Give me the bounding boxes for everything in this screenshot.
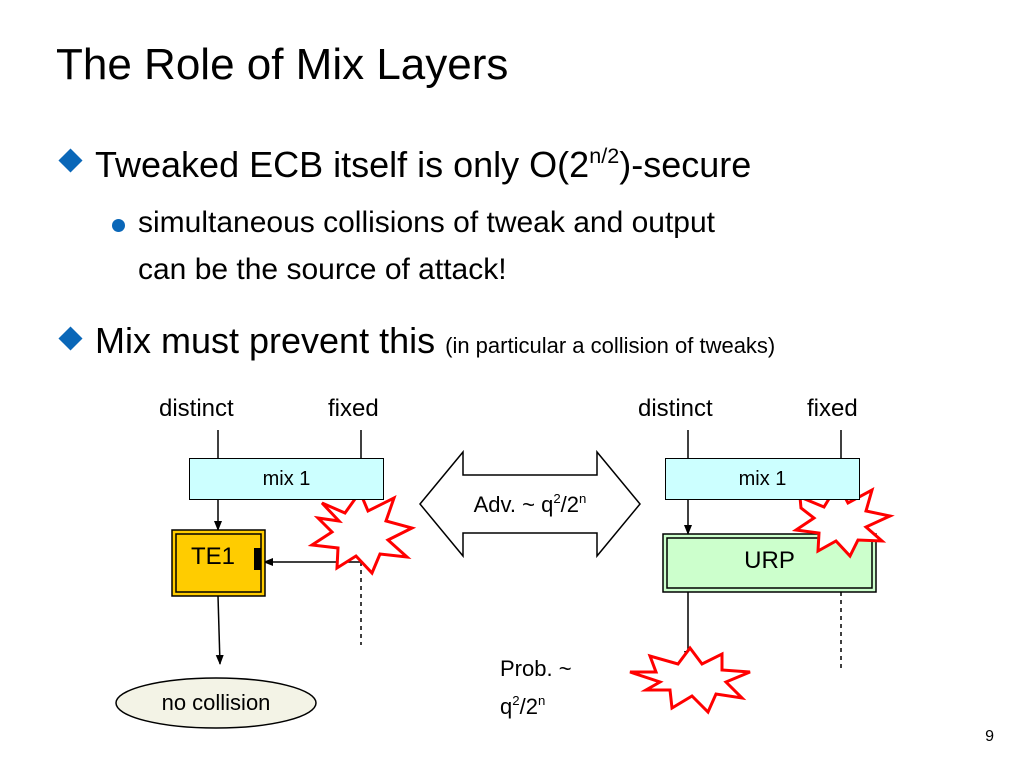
left-distinct-label: distinct — [159, 395, 234, 422]
urp-label: URP — [744, 547, 795, 574]
adv-label: Adv. ~ q2/2n — [473, 491, 587, 517]
bullet-1-text-prefix: Tweaked ECB itself is only O(2 — [95, 144, 590, 185]
right-mix1-box: mix 1 — [665, 458, 860, 500]
bullet-1-superscript: n/2 — [589, 142, 620, 168]
te1-tweak-port — [254, 548, 261, 570]
burst-icon — [307, 488, 417, 576]
te1-label: TE1 — [190, 543, 235, 570]
page-number: 9 — [985, 728, 994, 745]
sub-bullet-line-1: simultaneous collisions of tweak and out… — [138, 206, 716, 239]
bullet-1-text-suffix: )-secure — [619, 144, 752, 185]
left-mix1-box: mix 1 — [189, 458, 384, 500]
no-collision-ellipse — [115, 677, 317, 729]
adv-double-arrow — [419, 449, 641, 559]
left-mix1-label: mix 1 — [262, 467, 311, 490]
burst-icon — [629, 645, 751, 715]
bullet-2: Mix must prevent this (in particular a c… — [95, 320, 775, 362]
bullet-2-note: (in particular a collision of tweaks) — [445, 333, 776, 358]
bullet-2-main: Mix must prevent this — [95, 320, 436, 361]
sub-bullet-line-2: can be the source of attack! — [138, 253, 507, 286]
left-output-arrow — [215, 595, 224, 665]
right-distinct-label: distinct — [638, 395, 713, 422]
no-collision-label: no collision — [161, 690, 271, 715]
right-mix1-label: mix 1 — [738, 467, 787, 490]
left-fixed-label: fixed — [328, 395, 379, 422]
slide-title: The Role of Mix Layers — [56, 40, 509, 89]
te1-box — [171, 529, 266, 597]
bullet-1: Tweaked ECB itself is only O(2n/2)-secur… — [95, 144, 751, 186]
sub-bullet-dot-icon — [112, 219, 125, 237]
right-fixed-label: fixed — [807, 395, 858, 422]
prob-label-line-2: q2/2n — [500, 693, 546, 719]
prob-label-line-1: Prob. ~ — [500, 656, 572, 681]
